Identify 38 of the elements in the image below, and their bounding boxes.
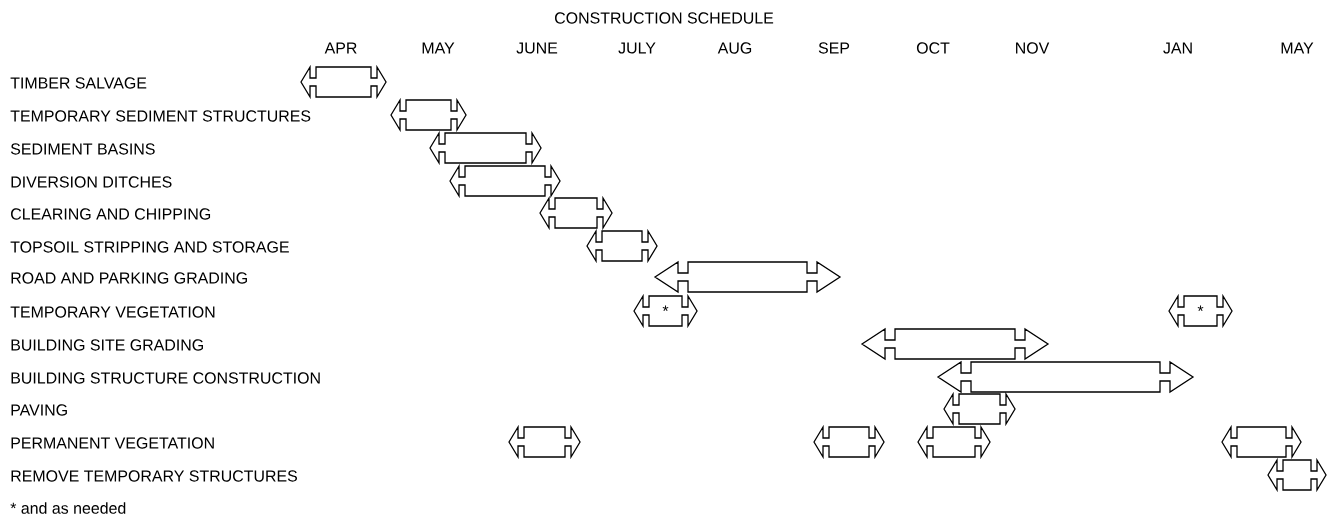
month-label: MAY [422,42,455,54]
month-label: SEP [818,42,850,54]
schedule-bar [1221,424,1302,460]
schedule-bar: * [633,293,698,329]
schedule-bar [390,97,467,133]
schedule-bar [429,130,542,166]
schedule-bar [300,64,387,100]
task-label: ROAD AND PARKING GRADING [11,272,247,284]
month-label: NOV [1016,42,1050,54]
schedule-bar [917,424,991,460]
schedule-bar [449,163,561,199]
schedule-bar [508,424,581,460]
schedule-bar [586,228,658,264]
month-label: JULY [618,42,656,54]
task-label: BUILDING SITE GRADING [11,339,203,351]
task-label: DIVERSION DITCHES [11,176,172,188]
schedule-bar [943,391,1016,427]
task-label: CLEARING AND CHIPPING [11,208,211,220]
month-label: MAY [1281,42,1314,54]
task-label: TOPSOIL STRIPPING AND STORAGE [10,241,289,253]
footnote: * and as needed [10,502,126,514]
schedule-bar [813,424,885,460]
task-label: BUILDING STRUCTURE CONSTRUCTION [11,372,320,384]
schedule-bar: * [1168,293,1233,329]
month-label: JUNE [516,42,558,54]
task-label: SEDIMENT BASINS [10,143,155,155]
month-label: AUG [717,42,752,54]
chart-title: CONSTRUCTION SCHEDULE [555,12,774,24]
schedule-bar [539,195,613,231]
task-label: TIMBER SALVAGE [10,77,147,89]
task-label: TEMPORARY VEGETATION [10,306,215,318]
task-label: PERMANENT VEGETATION [11,437,214,449]
task-label: TEMPORARY SEDIMENT STRUCTURES [10,110,311,122]
month-label: OCT [916,42,950,54]
month-label: JAN [1163,42,1192,54]
schedule-bar [1267,457,1327,493]
task-label: PAVING [11,404,67,416]
task-label: REMOVE TEMPORARY STRUCTURES [11,470,297,482]
